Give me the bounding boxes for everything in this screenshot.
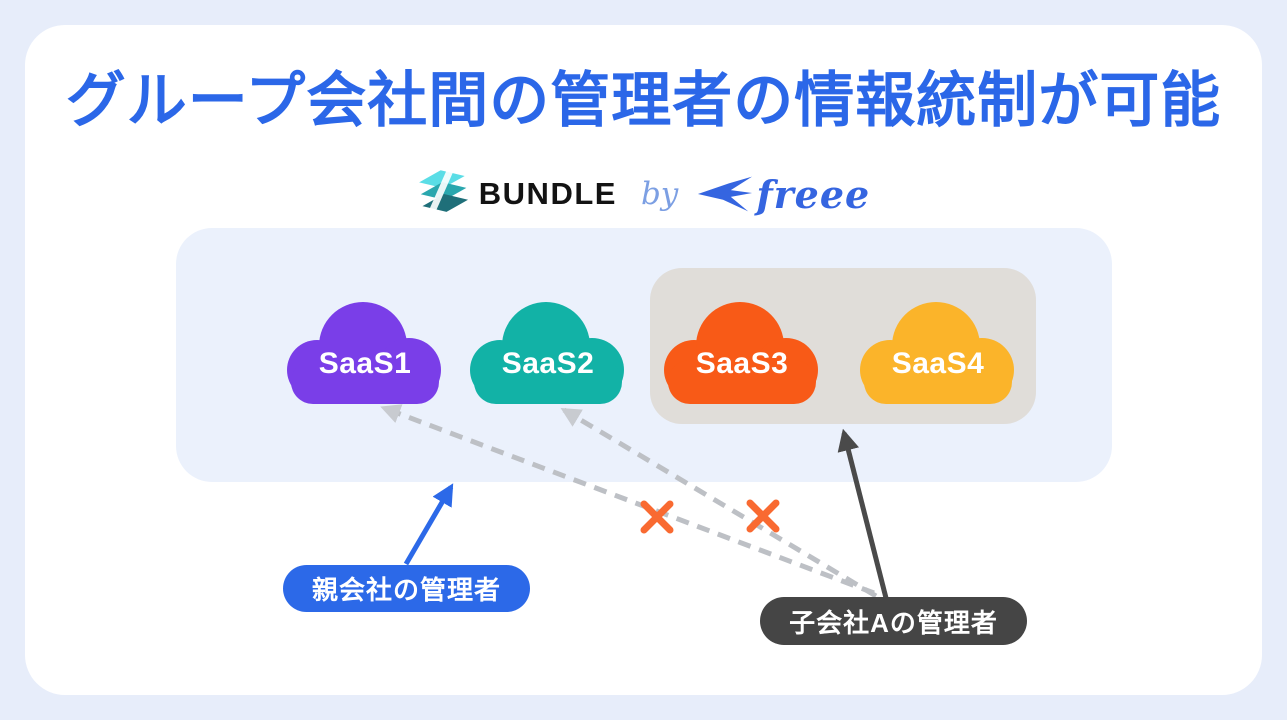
cloud-shape bbox=[470, 302, 624, 404]
cloud-shape bbox=[860, 302, 1014, 404]
subsidiary-a-admin-badge: 子会社Aの管理者 bbox=[760, 597, 1027, 645]
saas2-cloud: SaaS2 bbox=[466, 300, 630, 404]
parent-company-admin-label: 親会社の管理者 bbox=[311, 575, 501, 605]
subsidiary-a-admin-label: 子会社Aの管理者 bbox=[789, 607, 998, 638]
saas2-label: SaaS2 bbox=[501, 347, 595, 380]
cloud-shape bbox=[664, 302, 818, 404]
bundle-by-freee-logo: BUNDLE by freee bbox=[0, 168, 1287, 220]
cloud-shape bbox=[287, 302, 441, 404]
saas3-label: SaaS3 bbox=[695, 347, 789, 380]
bundle-layers-icon bbox=[418, 170, 468, 216]
saas3-cloud: SaaS3 bbox=[660, 300, 824, 404]
by-label: by bbox=[640, 176, 679, 212]
freee-wordmark: freee bbox=[756, 171, 871, 217]
saas1-label: SaaS1 bbox=[318, 347, 412, 380]
saas1-cloud: SaaS1 bbox=[283, 300, 447, 404]
bundle-wordmark: BUNDLE bbox=[478, 176, 617, 211]
parent-company-admin-badge: 親会社の管理者 bbox=[283, 565, 530, 612]
page-title: グループ会社間の管理者の情報統制が可能 bbox=[65, 67, 1222, 134]
saas4-cloud: SaaS4 bbox=[856, 300, 1020, 404]
freee-swallow-icon bbox=[698, 176, 753, 212]
saas4-label: SaaS4 bbox=[891, 347, 985, 380]
